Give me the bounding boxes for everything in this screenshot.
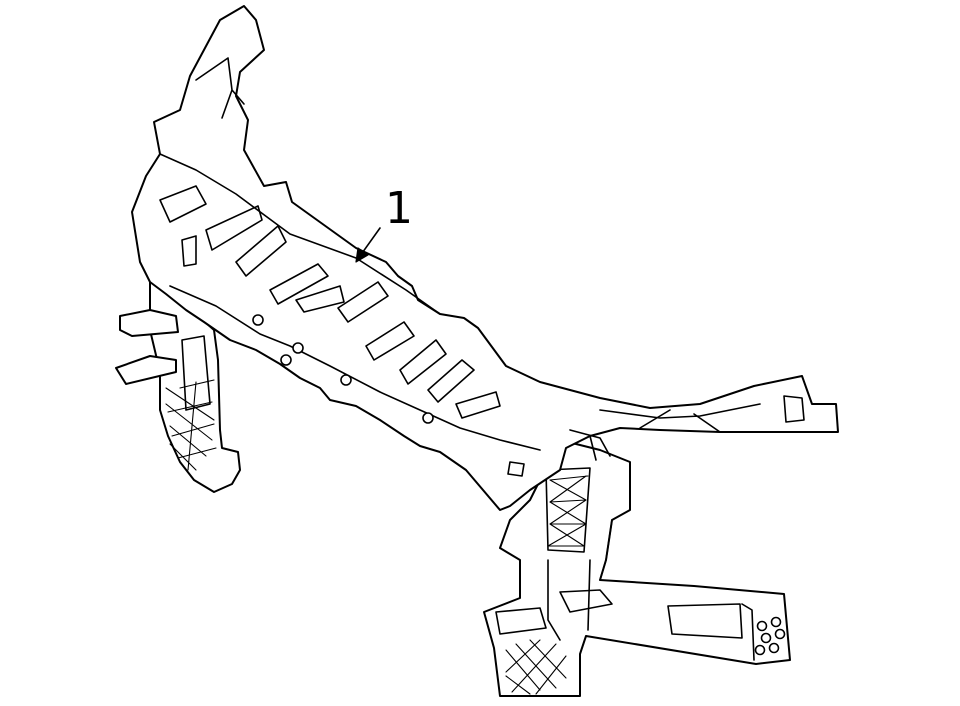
part-number-callout: 1 xyxy=(385,183,413,234)
left-leg xyxy=(115,279,241,493)
callout-leader-arrow xyxy=(355,227,381,263)
right-leg-cross-bracing xyxy=(547,475,589,547)
upper-tie-bar xyxy=(131,5,839,511)
left-leg-cross-bracing xyxy=(165,379,217,471)
lower-foot-bracing xyxy=(505,639,567,695)
right-leg xyxy=(483,439,791,697)
mount-bolt-holes xyxy=(754,616,786,656)
upper-tie-bar-holes xyxy=(252,314,434,424)
